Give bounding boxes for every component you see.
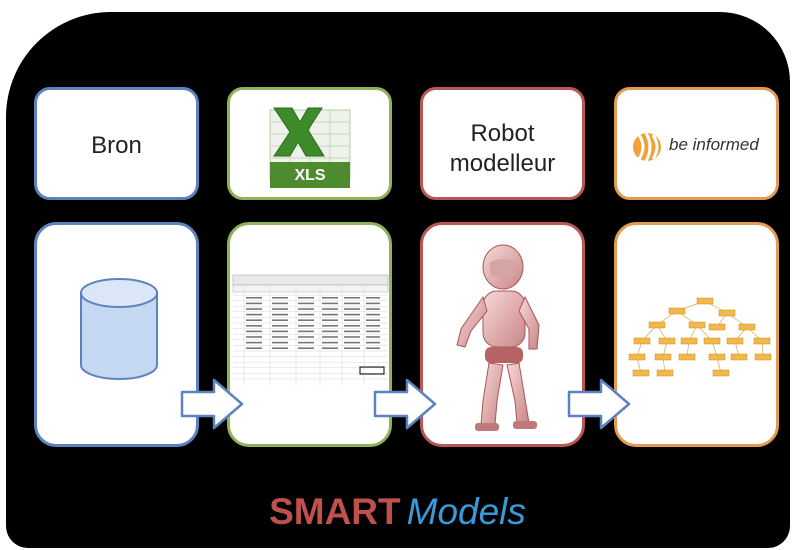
flow-arrow-icon: [567, 378, 631, 430]
sheet-cell-text: [322, 319, 338, 321]
sheet-cell-text: [344, 313, 360, 316]
robot-title-line1: Robot: [470, 120, 535, 147]
card-database: [34, 222, 199, 447]
sheet-cell-text: [298, 347, 314, 349]
sheet-cell-text: [322, 313, 338, 316]
sheet-cell-text: [366, 341, 380, 344]
sheet-cell-text: [344, 308, 360, 310]
sheet-cell-text: [272, 319, 288, 321]
sheet-cell-text: [298, 313, 314, 316]
source-title: Bron: [91, 132, 142, 159]
sheet-cell-text: [322, 347, 338, 349]
sheet-cell-text: [344, 347, 360, 349]
sheet-cell-text: [366, 319, 380, 321]
sheet-cell-text: [246, 330, 262, 333]
brand-italic-text: Models: [406, 491, 526, 532]
sheet-cell-text: [246, 347, 262, 349]
sheet-cell-text: [298, 319, 314, 321]
brand-bold-text: SMART: [269, 491, 401, 532]
flow-arrow-icon: [180, 378, 244, 430]
sheet-cell-text: [322, 297, 338, 299]
sheet-cell-text: [366, 336, 380, 338]
sheet-cell-text: [366, 297, 380, 299]
sheet-cell-text: [246, 308, 262, 310]
sheet-cell-text: [272, 325, 288, 327]
excel-xls-icon: [269, 107, 351, 188]
sheet-cell-text: [272, 302, 288, 305]
sheet-cell-text: [344, 336, 360, 338]
sheet-cell-text: [246, 341, 262, 344]
sheet-cell-text: [298, 297, 314, 299]
sheet-cell-text: [272, 297, 288, 299]
sheet-cell-text: [322, 325, 338, 327]
sheet-cell-text: [272, 313, 288, 316]
sheet-cell-text: [246, 336, 262, 338]
card-robot: [420, 222, 585, 447]
sheet-cell-text: [344, 330, 360, 333]
sheet-cell-text: [344, 325, 360, 327]
sheet-cell-text: [298, 341, 314, 344]
sheet-cell-text: [272, 308, 288, 310]
card-tree-diagram: [614, 222, 779, 447]
sheet-cell-text: [246, 313, 262, 316]
sheet-cell-text: [322, 341, 338, 344]
sheet-cell-text: [298, 308, 314, 310]
database-cylinder-icon: [80, 278, 158, 380]
sheet-cell-text: [366, 313, 380, 316]
sheet-cell-text: [322, 336, 338, 338]
sheet-cell-text: [322, 302, 338, 305]
sheet-cell-text: [322, 308, 338, 310]
sheet-cell-text: [366, 330, 380, 333]
robot-image: [456, 244, 540, 431]
spreadsheet-image: [232, 274, 389, 385]
sheet-cell-text: [344, 341, 360, 344]
flow-arrow-icon: [373, 378, 437, 430]
brand-text: be informed: [669, 135, 759, 154]
sheet-cell-text: [272, 341, 288, 344]
sheet-cell-text: [298, 302, 314, 305]
sheet-cell-text: [366, 325, 380, 327]
card-excel-icon: XLS: [227, 87, 392, 200]
sheet-cell-text: [298, 325, 314, 327]
sheet-cell-text: [366, 308, 380, 310]
card-brand-logo: be informed: [614, 87, 779, 200]
robot-title-line2: modelleur: [449, 150, 556, 177]
sheet-cell-text: [344, 297, 360, 299]
excel-label: XLS: [294, 167, 326, 184]
sheet-cell-text: [272, 347, 288, 349]
sheet-cell-text: [366, 347, 380, 349]
be-informed-logo: [633, 132, 661, 162]
sheet-cell-text: [322, 330, 338, 333]
tree-diagram-image: [628, 297, 772, 377]
card-spreadsheet: [227, 222, 392, 447]
sheet-cell-text: [246, 325, 262, 327]
sheet-cell-text: [366, 302, 380, 305]
sheet-cell-text: [344, 302, 360, 305]
sheet-cell-text: [272, 336, 288, 338]
sheet-cell-text: [246, 302, 262, 305]
sheet-selected-cell: [359, 366, 385, 375]
sheet-cell-text: [298, 330, 314, 333]
card-source-title: Bron: [34, 87, 199, 200]
sheet-cell-text: [246, 319, 262, 321]
sheet-cell-text: [344, 319, 360, 321]
sheet-cell-text: [246, 297, 262, 299]
card-robot-title: Robot modelleur: [420, 87, 585, 200]
sheet-cell-text: [272, 330, 288, 333]
sheet-cell-text: [298, 336, 314, 338]
